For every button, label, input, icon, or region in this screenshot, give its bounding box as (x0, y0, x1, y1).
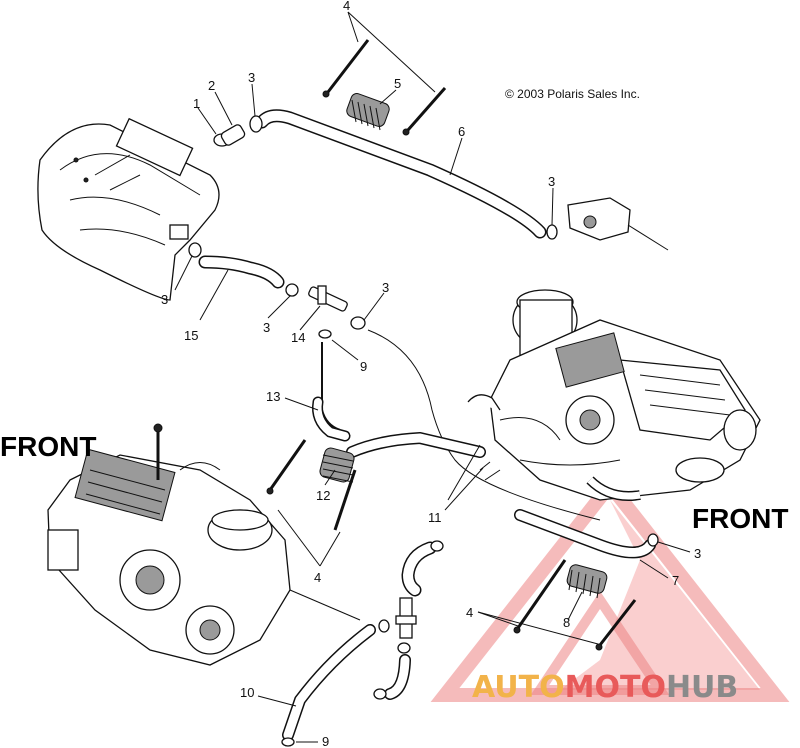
callout-3-right: 3 (548, 174, 555, 189)
hose-long-part (346, 329, 601, 521)
dipstick-low-part (513, 559, 637, 651)
watermark-text: AUTOMOTOHUB (472, 670, 738, 705)
hose-10-part (281, 624, 376, 747)
hose-6-part (255, 109, 547, 239)
dipstick-mid-part (266, 439, 357, 531)
hose-13-part (312, 342, 351, 442)
hose-7-part (514, 509, 659, 559)
connector-part (546, 197, 669, 251)
callout-6: 6 (458, 124, 465, 139)
spring-5-part (346, 93, 390, 131)
callout-4-low: 4 (466, 605, 473, 620)
watermark-auto: AUTO (472, 670, 565, 705)
t-fitting-part (308, 285, 366, 339)
callout-1: 1 (193, 96, 200, 111)
fitting-part (213, 115, 263, 147)
callout-5: 5 (394, 76, 401, 91)
callout-15: 15 (184, 328, 198, 343)
callout-11: 11 (428, 510, 442, 525)
copyright-text: © 2003 Polaris Sales Inc. (505, 87, 640, 101)
hose-lower-part (373, 540, 444, 700)
spring-12-part (319, 447, 355, 483)
watermark-logo-icon (430, 473, 790, 702)
callout-12: 12 (316, 488, 330, 503)
leader-lines (174, 11, 691, 743)
svg-text:AUTOMOTOHUB: AUTOMOTOHUB (472, 670, 738, 705)
callout-4-mid: 4 (314, 570, 321, 585)
front-label-right: FRONT (692, 503, 788, 534)
callout-labels: 4 2 3 1 5 6 3 3 15 3 14 3 9 13 12 11 4 3… (161, 0, 701, 748)
callout-14: 14 (291, 330, 305, 345)
callout-3-top: 3 (248, 70, 255, 85)
callout-9-bot: 9 (322, 734, 329, 748)
engine-left-part (47, 423, 291, 666)
callout-7: 7 (672, 573, 679, 588)
callout-3-mid: 3 (263, 320, 270, 335)
callout-10: 10 (240, 685, 254, 700)
watermark-moto: MOTO (565, 670, 666, 705)
callout-8: 8 (563, 615, 570, 630)
callout-3-left: 3 (161, 292, 168, 307)
hose-15-part (188, 242, 299, 297)
callout-3-mid2: 3 (382, 280, 389, 295)
spring-8-part (566, 564, 608, 599)
callout-13: 13 (266, 389, 280, 404)
callout-4-top: 4 (343, 0, 350, 13)
watermark-hub: HUB (666, 670, 738, 705)
callout-3-rlow: 3 (694, 546, 701, 561)
engine-right-part (447, 289, 761, 501)
front-label-left: FRONT (0, 431, 96, 462)
callout-9-mid: 9 (360, 359, 367, 374)
dipstick-part (322, 39, 447, 136)
callout-2: 2 (208, 78, 215, 93)
airbox-part (37, 117, 220, 301)
